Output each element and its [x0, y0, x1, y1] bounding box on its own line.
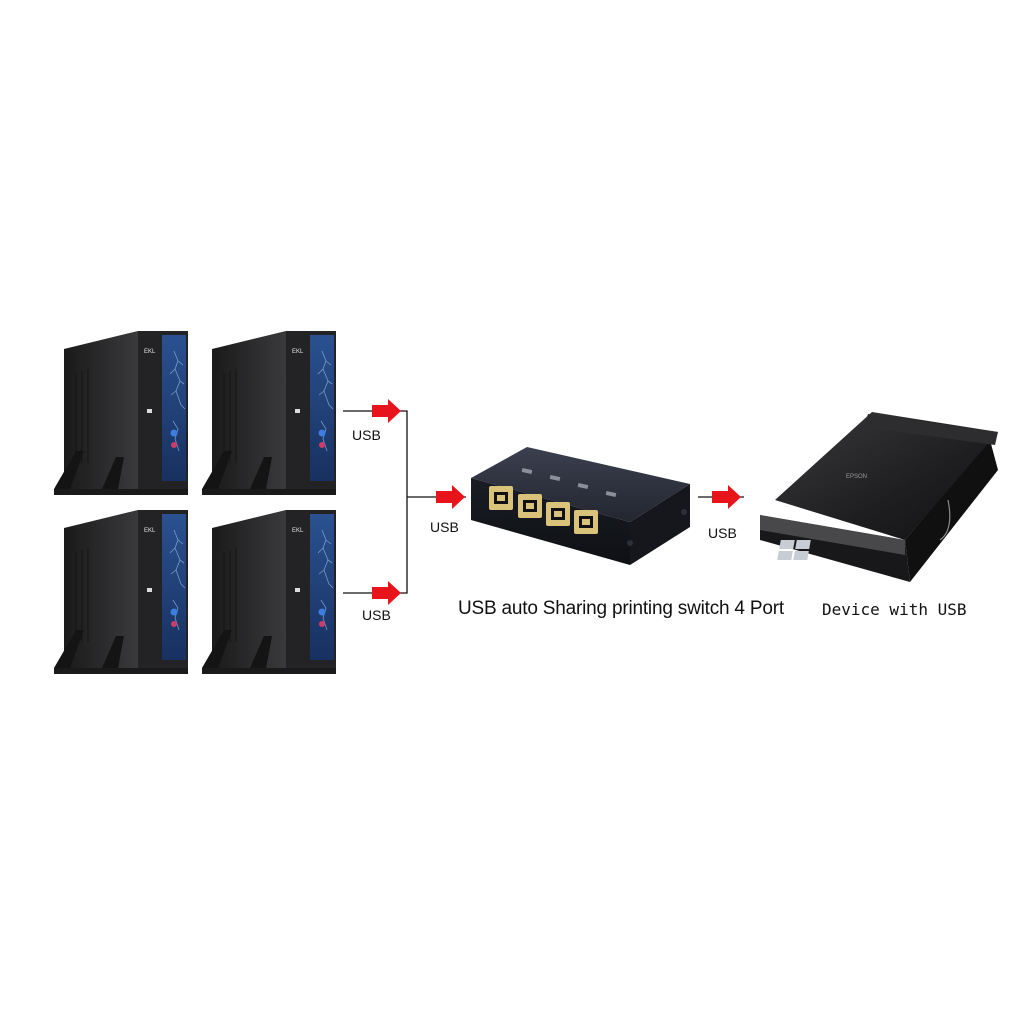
usb-label-bottom: USB — [362, 607, 391, 623]
usb-port-group — [489, 486, 598, 534]
arrow-icon — [712, 485, 741, 509]
computer-bottom-left: EKL — [53, 509, 189, 675]
scanner-brand-text: EPSON — [846, 474, 867, 480]
scanner-buttons — [777, 540, 811, 560]
computer-top-left: EKL — [53, 330, 189, 496]
usb-label-top: USB — [352, 427, 381, 443]
computer-brand-text: EKL — [144, 349, 156, 355]
computer-brand-text: EKL — [144, 528, 156, 534]
arrow-icon — [372, 399, 401, 423]
scanner-image: EPSON — [760, 412, 998, 582]
switch-caption: USB auto Sharing printing switch 4 Port — [458, 598, 784, 619]
computer-top-right: EKL — [201, 330, 337, 496]
computer-brand-text: EKL — [292, 528, 304, 534]
usb-label-device: USB — [708, 525, 737, 541]
usb-switch-image — [471, 447, 690, 565]
computer-bottom-right: EKL — [201, 509, 337, 675]
computer-brand-text: EKL — [292, 349, 304, 355]
usb-label-merge: USB — [430, 519, 459, 535]
device-caption: Device with USB — [822, 600, 967, 619]
arrow-icon — [436, 485, 465, 509]
arrow-icon — [372, 581, 401, 605]
